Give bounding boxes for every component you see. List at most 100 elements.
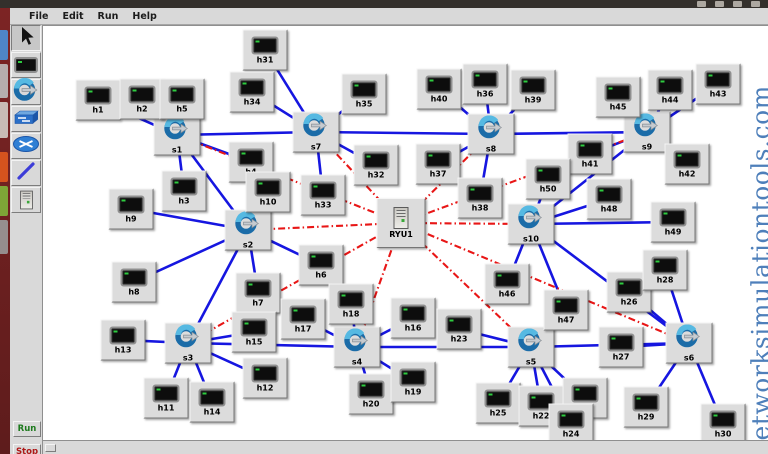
host-icon [350,80,378,98]
node-h20[interactable]: h20 [348,373,394,415]
switch-icon [518,204,545,233]
tool-button-legacy-switch[interactable] [11,106,41,132]
node-h28[interactable]: h28 [642,249,688,291]
launcher-icon-fragment [0,30,8,60]
node-h35[interactable]: h35 [341,73,387,115]
node-s4[interactable]: s4 [333,326,381,368]
node-h46[interactable]: h46 [484,263,530,305]
system-tray[interactable] [697,1,760,7]
node-h32[interactable]: h32 [353,144,399,186]
host-icon [632,393,660,411]
link-RYU1-s2[interactable] [247,221,402,232]
link-s10-h49[interactable] [530,220,674,226]
node-h18[interactable]: h18 [328,283,374,325]
tool-button-controller[interactable] [11,187,41,213]
node-h13[interactable]: h13 [100,319,146,361]
node-s9[interactable]: s9 [623,111,671,153]
tool-button-netlink[interactable] [11,160,41,186]
switch-icon [634,112,661,141]
node-h34[interactable]: h34 [229,71,275,113]
node-h47[interactable]: h47 [543,289,589,331]
node-s2[interactable]: s2 [224,209,272,251]
node-h31[interactable]: h31 [242,29,288,71]
node-s3[interactable]: s3 [164,322,212,364]
node-h9[interactable]: h9 [108,188,154,230]
node-h1[interactable]: h1 [75,79,121,121]
node-h16[interactable]: h16 [390,297,436,339]
menu-item-file[interactable]: File [29,10,49,22]
node-h40[interactable]: h40 [416,68,462,110]
host-icon [552,296,580,314]
node-h43[interactable]: h43 [695,63,741,105]
node-s7[interactable]: s7 [292,111,340,153]
node-h2[interactable]: h2 [119,78,165,120]
node-h37[interactable]: h37 [415,143,461,185]
menu-item-edit[interactable]: Edit [62,10,84,22]
node-h29[interactable]: h29 [623,386,669,428]
tray-mail-icon[interactable] [715,1,724,7]
node-h36[interactable]: h36 [462,63,508,105]
ubuntu-launcher [0,8,10,454]
node-h48[interactable]: h48 [586,178,632,220]
tray-volume-icon[interactable] [751,1,760,7]
node-label: h43 [709,89,727,98]
tool-button-host[interactable] [11,52,41,78]
node-h41[interactable]: h41 [567,133,613,175]
stop-button[interactable]: Stop [13,444,41,454]
tray-battery-icon[interactable] [733,1,742,7]
node-h24[interactable]: h24 [548,403,594,440]
node-h30[interactable]: h30 [700,403,746,440]
host-icon [254,178,282,196]
node-h23[interactable]: h23 [436,308,482,350]
tray-network-icon[interactable] [697,1,706,7]
node-h8[interactable]: h8 [111,261,157,303]
node-h27[interactable]: h27 [598,326,644,368]
node-h49[interactable]: h49 [650,201,696,243]
node-h7[interactable]: h7 [235,272,281,314]
scrollbar-nub[interactable] [45,444,56,452]
legacy-switch-icon [12,109,40,130]
node-s8[interactable]: s8 [467,113,515,155]
run-button[interactable]: Run [13,421,41,437]
node-h17[interactable]: h17 [280,298,326,340]
node-h38[interactable]: h38 [457,177,503,219]
node-h44[interactable]: h44 [647,69,693,111]
node-h39[interactable]: h39 [510,69,556,111]
node-h33[interactable]: h33 [300,174,346,216]
node-s1[interactable]: s1 [153,114,201,156]
tool-button-switch[interactable] [11,77,41,105]
node-label: h11 [157,403,175,412]
node-h19[interactable]: h19 [390,361,436,403]
node-label: h31 [256,55,274,64]
node-RYU1[interactable]: RYU1 [376,198,426,248]
tool-button-select[interactable] [11,25,41,51]
node-h15[interactable]: h15 [231,311,277,353]
host-icon [604,83,632,101]
tool-button-legacy-router[interactable] [11,133,41,159]
node-h25[interactable]: h25 [475,382,521,424]
node-h5[interactable]: h5 [159,78,205,120]
node-h12[interactable]: h12 [242,357,288,399]
link-s7-s8[interactable] [315,130,492,136]
node-h42[interactable]: h42 [664,143,710,185]
node-h4[interactable]: h4 [228,141,274,183]
node-label: h3 [178,196,190,205]
node-s10[interactable]: s10 [507,203,555,245]
node-label: s6 [683,353,695,362]
node-h14[interactable]: h14 [189,381,235,423]
node-s5[interactable]: s5 [507,326,555,368]
link-s8-s9[interactable] [490,130,648,136]
node-h45[interactable]: h45 [595,76,641,118]
node-h3[interactable]: h3 [161,170,207,212]
node-h10[interactable]: h10 [245,171,291,213]
link-RYU1-s3[interactable] [187,222,402,344]
node-h50[interactable]: h50 [525,158,571,200]
node-h11[interactable]: h11 [143,377,189,419]
node-s6[interactable]: s6 [665,322,713,364]
node-label: h14 [203,407,221,416]
menu-item-help[interactable]: Help [132,10,157,22]
menu-item-run[interactable]: Run [97,10,119,22]
node-h6[interactable]: h6 [298,244,344,286]
link-RYU1-s6[interactable] [400,222,690,344]
